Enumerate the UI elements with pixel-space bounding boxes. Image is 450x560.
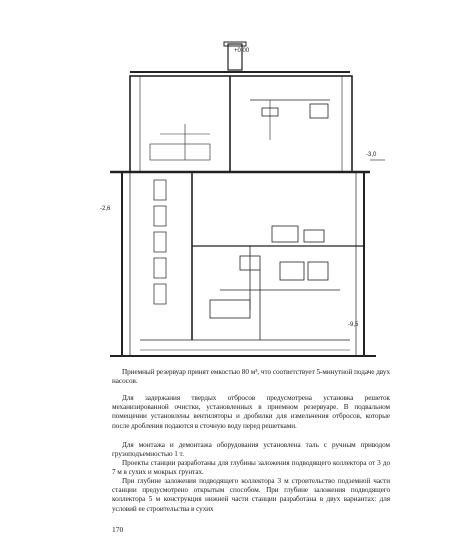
paragraph-text: Для монтажа и демонтажа оборудования уст…: [112, 441, 390, 459]
paragraph-screens: Для задержания твердых отбросов предусмо…: [112, 394, 390, 431]
paragraph-hoist: Для монтажа и демонтажа оборудования уст…: [112, 441, 390, 459]
paragraph-text: При глубине заложения подводящего коллек…: [112, 477, 390, 513]
paragraph-text: Для задержания твердых отбросов предусмо…: [112, 394, 390, 430]
paragraph-text: Проекты станции разработаны для глубины …: [112, 459, 390, 477]
paragraph-reservoir: Приемный резервуар принят емкостью 80 м³…: [112, 368, 390, 386]
top-elevation-mark: +0,00: [234, 48, 250, 54]
paragraph-text: Приемный резервуар принят емкостью 80 м³…: [112, 368, 390, 386]
right-elevation-mark: -3,0: [366, 152, 377, 158]
paragraph-construction: При глубине заложения подводящего коллек…: [112, 477, 390, 514]
page-number: 170: [112, 525, 124, 534]
left-elevation-mark: -2,6: [100, 206, 111, 212]
pumping-station-section-drawing: +0,00 -3,0 -2,6 -9,5: [100, 40, 390, 362]
bottom-elevation-mark: -9,5: [348, 322, 359, 328]
paragraph-projects: Проекты станции разработаны для глубины …: [112, 459, 390, 477]
section-drawing-svg: +0,00 -3,0 -2,6 -9,5: [100, 41, 385, 357]
